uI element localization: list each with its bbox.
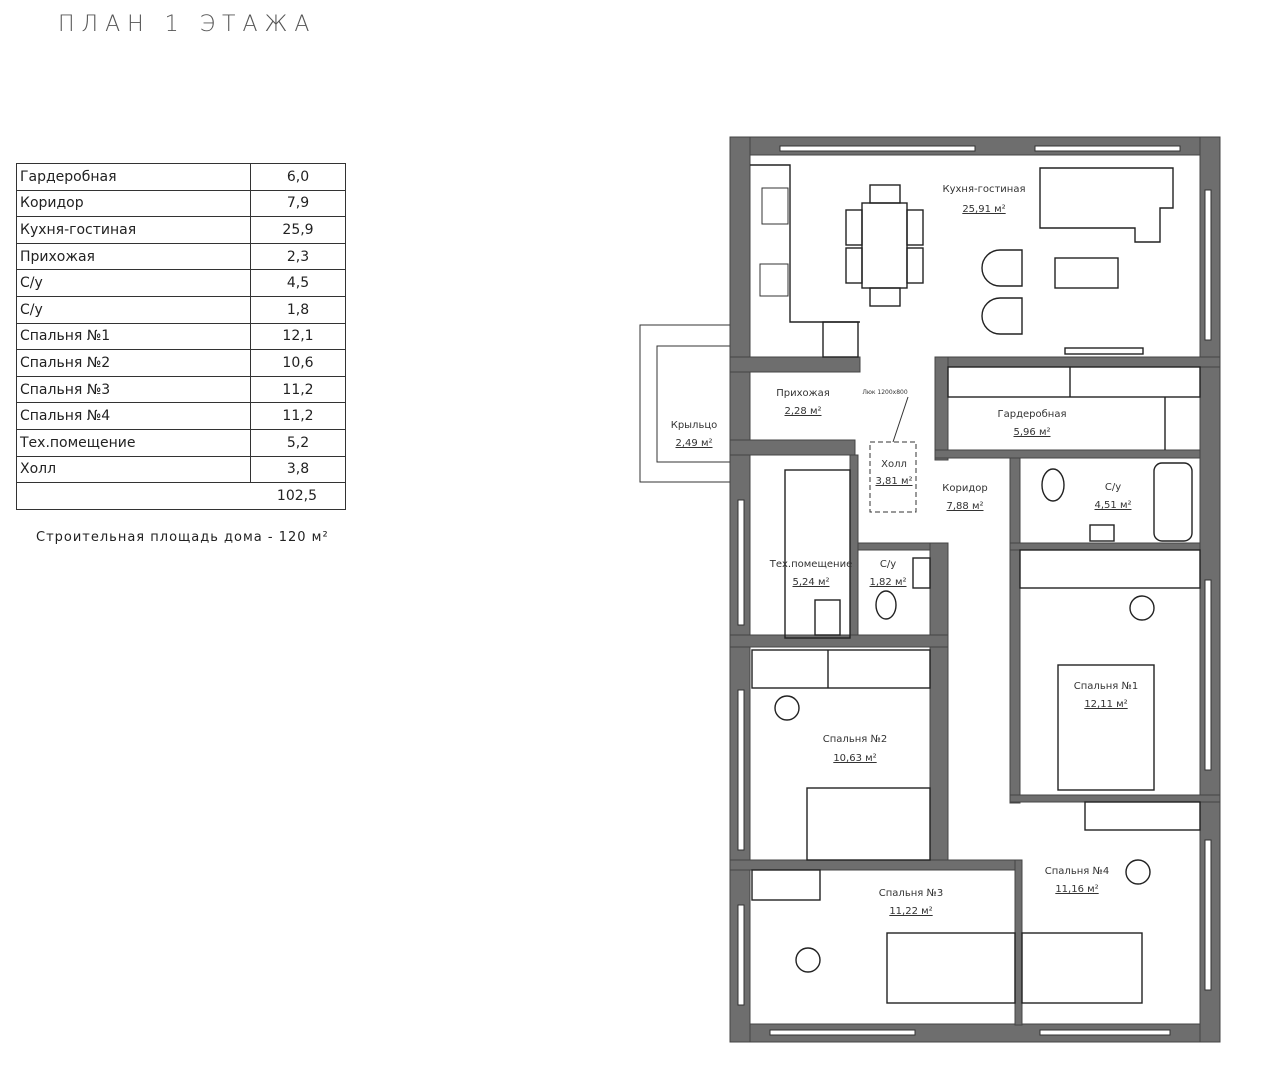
room-area: 4,51 м²	[1095, 500, 1132, 511]
sofa-icon	[1039, 167, 1174, 243]
total-area-cell: 102,5	[16, 482, 346, 510]
room-name-cell: Коридор	[16, 189, 251, 218]
room-area-cell: 11,2	[250, 375, 346, 404]
room-name-cell: С/у	[16, 269, 251, 297]
chair-icon	[795, 947, 821, 973]
room-labels: Кухня-гостиная 25,91 м² Прихожая 2,28 м²…	[671, 184, 1139, 917]
wardrobe-furniture	[947, 366, 1201, 450]
room-area: 11,22 м²	[889, 906, 932, 917]
room-name-cell: Гардеробная	[16, 163, 251, 191]
room-area: 7,88 м²	[947, 501, 984, 512]
room-area-cell: 6,0	[250, 163, 346, 191]
room-area-cell: 4,5	[250, 269, 346, 297]
room-label: С/у	[880, 559, 896, 570]
room-name-cell: С/у	[16, 295, 251, 324]
room-area: 12,11 м²	[1084, 699, 1127, 710]
chair-icon	[1129, 595, 1155, 621]
room-area-cell: 11,2	[250, 402, 346, 430]
room-label: Спальня №2	[823, 734, 887, 745]
windows	[737, 145, 1212, 1036]
room-area: 1,82 м²	[870, 577, 907, 588]
room-area: 2,28 м²	[785, 406, 822, 417]
room-area-cell: 5,2	[250, 428, 346, 457]
porch	[639, 324, 733, 483]
walls	[729, 136, 1221, 1043]
room-label: Спальня №3	[879, 888, 943, 899]
toilet-icon	[875, 590, 897, 620]
washbasin-icon	[1089, 524, 1115, 542]
room-area-cell: 10,6	[250, 349, 346, 377]
room-label: Коридор	[942, 483, 987, 494]
room-area: 5,24 м²	[793, 577, 830, 588]
hatch-outline	[869, 441, 917, 513]
room-name-cell: Спальня №2	[16, 349, 251, 377]
room-name-cell: Холл	[16, 455, 251, 484]
kitchen-furniture	[750, 164, 1174, 358]
bed-icon	[1057, 664, 1155, 791]
dining-table	[861, 202, 908, 289]
armchair-icon	[981, 297, 1023, 335]
room-area: 11,16 м²	[1055, 884, 1098, 895]
room-area: 3,81 м²	[876, 476, 913, 487]
toilet-icon	[1041, 468, 1065, 502]
bathroom-fixtures	[875, 462, 1193, 620]
chair-icon	[1125, 859, 1151, 885]
building-area-note: Строительная площадь дома - 120 м²	[36, 530, 329, 545]
room-area: 25,91 м²	[962, 204, 1005, 215]
bed-icon	[806, 787, 931, 861]
room-label: С/у	[1105, 482, 1121, 493]
room-label: Кухня-гостиная	[943, 184, 1026, 195]
room-name-cell: Спальня №1	[16, 322, 251, 351]
room-label: Прихожая	[776, 388, 830, 399]
room-label: Крыльцо	[671, 420, 718, 431]
stove-icon	[759, 263, 789, 297]
chair-icon	[774, 695, 800, 721]
page-title: ПЛАН 1 ЭТАЖА	[58, 12, 317, 37]
hatch-label: Люк 1200х800	[862, 389, 908, 396]
total-row: 102,5	[16, 482, 346, 510]
tv-icon	[1064, 347, 1144, 355]
room-area-cell: 1,8	[250, 295, 346, 324]
room-label: Спальня №4	[1045, 866, 1109, 877]
bed-icon	[886, 932, 1016, 1004]
bedroom-furniture	[751, 549, 1201, 1004]
room-area-cell: 25,9	[250, 216, 346, 244]
room-label: Гардеробная	[998, 409, 1067, 420]
room-label: Тех.помещение	[769, 559, 852, 570]
room-area: 5,96 м²	[1014, 427, 1051, 438]
sink-icon	[761, 187, 789, 225]
room-area: 2,49 м²	[676, 438, 713, 449]
room-area: 10,63 м²	[833, 753, 876, 764]
boiler-icon	[814, 599, 841, 636]
bed-icon	[1021, 932, 1143, 1004]
armchair-icon	[981, 249, 1023, 287]
room-name-cell: Прихожая	[16, 242, 251, 271]
room-name-cell: Спальня №3	[16, 375, 251, 404]
bathtub-icon	[1153, 462, 1193, 542]
room-label: Спальня №1	[1074, 681, 1138, 692]
room-name-cell: Кухня-гостиная	[16, 216, 251, 244]
room-label: Холл	[881, 459, 907, 470]
